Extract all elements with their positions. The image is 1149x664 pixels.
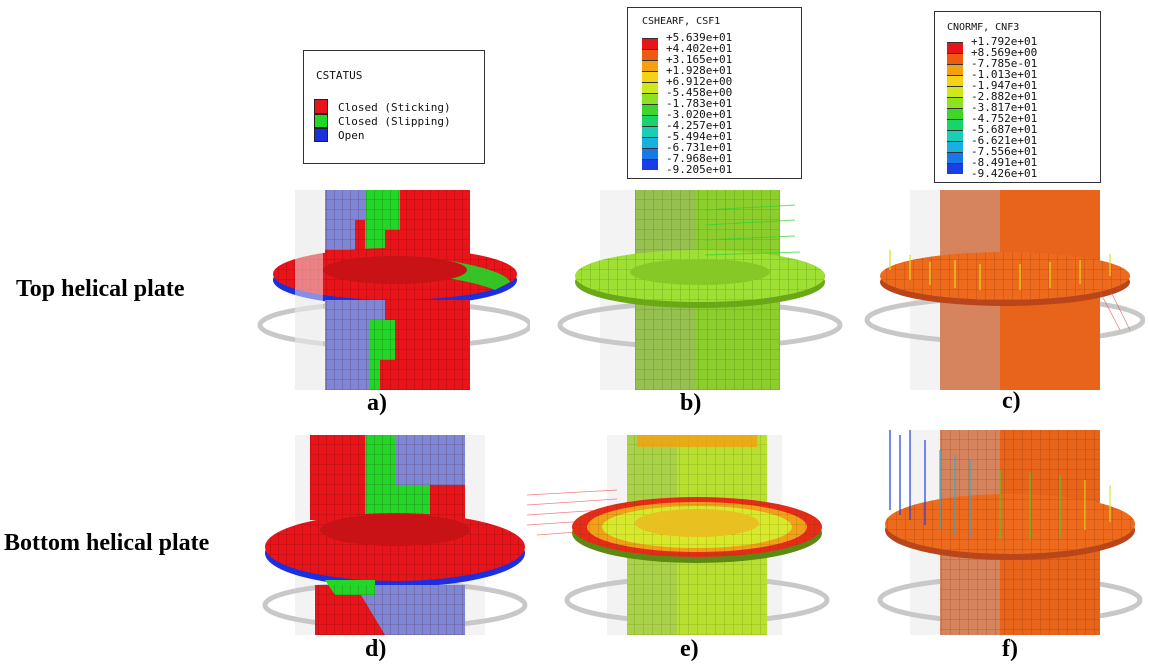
colorbar-cell [947,97,963,108]
legend-value: -5.687e+01 [971,123,1038,136]
colorbar-cell [947,152,963,163]
colorbar-cell [642,49,658,60]
panel-a-status-top [257,190,530,390]
colorbar-cell [642,60,658,71]
colorbar-cell [642,82,658,93]
legend-swatch-open [314,128,328,142]
legend-value: -9.205e+01 [666,163,733,176]
colorbar-cell [642,71,658,82]
legend-entry-open: Open [338,129,365,142]
colorbar-cell [947,42,963,53]
panel-label-e: e) [680,636,699,662]
colorbar-cell [642,115,658,126]
panel-e-shear-bottom [527,435,830,635]
panel-label-d: d) [365,636,387,662]
legend-value: +1.928e+01 [666,64,733,77]
row-label-bottom: Bottom helical plate [4,530,210,556]
colorbar-cell [947,64,963,75]
legend-value: +8.569e+00 [971,46,1038,59]
legend-value: -9.426e+01 [971,167,1038,180]
colorbar-cell [642,148,658,159]
panel-c-normal-top [864,190,1145,390]
colorbar-cell [947,141,963,152]
legend-value: -7.968e+01 [666,152,733,165]
panel-label-f: f) [1002,636,1018,662]
legend-value: -4.752e+01 [971,112,1038,125]
colorbar-cell [947,75,963,86]
legend-value: -2.882e+01 [971,90,1038,103]
legend-value: +3.165e+01 [666,53,733,66]
colorbar-cell [947,108,963,119]
row-label-top: Top helical plate [16,276,185,302]
legend-value: -7.785e-01 [971,57,1038,70]
legend-swatch-slipping [314,114,328,128]
colorbar-cell [947,119,963,130]
legend-entry-sticking: Closed (Sticking) [338,101,451,114]
legend-value: -1.013e+01 [971,68,1038,81]
panel-b-shear-top [557,190,843,390]
legend-value: -6.621e+01 [971,134,1038,147]
panel-label-c: c) [1002,388,1021,414]
status-legend-title: CSTATUS [316,69,363,82]
legend-entry-slipping: Closed (Slipping) [338,115,451,128]
shear-legend-title: CSHEARF, CSF1 [642,16,721,27]
colorbar-cell [642,126,658,137]
legend-value: +5.639e+01 [666,31,733,44]
legend-value: -1.783e+01 [666,97,733,110]
legend-value: -5.458e+00 [666,86,733,99]
legend-swatch-sticking [314,99,328,114]
normal-legend-title: CNORMF, CNF3 [947,22,1020,33]
colorbar-cell [642,137,658,148]
shear-legend: CSHEARF, CSF1 +5.639e+01+4.402e+01+3.165… [627,7,802,179]
panel-label-b: b) [680,390,702,416]
legend-value: -4.257e+01 [666,119,733,132]
legend-value: -5.494e+01 [666,130,733,143]
colorbar-cell [642,93,658,104]
colorbar-cell [947,163,963,174]
colorbar-cell [947,130,963,141]
legend-value: -3.020e+01 [666,108,733,121]
colorbar-cell [947,86,963,97]
legend-value: +4.402e+01 [666,42,733,55]
colorbar-cell [642,38,658,49]
legend-value: -1.947e+01 [971,79,1038,92]
legend-value: -7.556e+01 [971,145,1038,158]
legend-value: -8.491e+01 [971,156,1038,169]
colorbar-cell [947,53,963,64]
panel-label-a: a) [367,390,387,416]
legend-value: +6.912e+00 [666,75,733,88]
colorbar-cell [642,104,658,115]
status-legend: CSTATUS Closed (Sticking) Closed (Slippi… [303,50,485,164]
panel-f-normal-bottom [877,430,1143,635]
legend-value: +1.792e+01 [971,35,1038,48]
colorbar-cell [642,159,658,170]
legend-value: -6.731e+01 [666,141,733,154]
legend-value: -3.817e+01 [971,101,1038,114]
normal-legend: CNORMF, CNF3 +1.792e+01+8.569e+00-7.785e… [934,11,1101,183]
panel-d-status-bottom [262,435,528,635]
